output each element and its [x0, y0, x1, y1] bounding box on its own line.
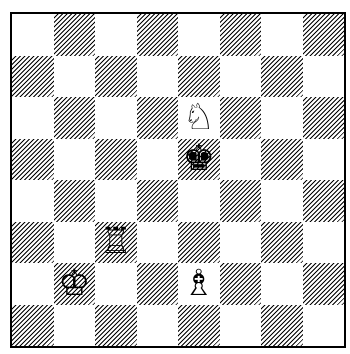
- square-e1[interactable]: [178, 305, 220, 347]
- square-e8[interactable]: [178, 14, 220, 56]
- square-f5[interactable]: [220, 139, 262, 181]
- square-g5[interactable]: [261, 139, 303, 181]
- square-h7[interactable]: [303, 56, 345, 98]
- square-g4[interactable]: [261, 180, 303, 222]
- square-b3[interactable]: [54, 222, 96, 264]
- square-a6[interactable]: [12, 97, 54, 139]
- square-e4[interactable]: [178, 180, 220, 222]
- square-d8[interactable]: [137, 14, 179, 56]
- square-a2[interactable]: [12, 263, 54, 305]
- square-e6[interactable]: ♘: [178, 97, 220, 139]
- square-d7[interactable]: [137, 56, 179, 98]
- square-h3[interactable]: [303, 222, 345, 264]
- square-f2[interactable]: [220, 263, 262, 305]
- square-d4[interactable]: [137, 180, 179, 222]
- square-c4[interactable]: [95, 180, 137, 222]
- square-d6[interactable]: [137, 97, 179, 139]
- square-d2[interactable]: [137, 263, 179, 305]
- square-e7[interactable]: [178, 56, 220, 98]
- square-d1[interactable]: [137, 305, 179, 347]
- square-b6[interactable]: [54, 97, 96, 139]
- square-h4[interactable]: [303, 180, 345, 222]
- square-a8[interactable]: [12, 14, 54, 56]
- square-a7[interactable]: [12, 56, 54, 98]
- square-h2[interactable]: [303, 263, 345, 305]
- white-king-icon: ♔: [54, 263, 96, 305]
- square-c7[interactable]: [95, 56, 137, 98]
- square-f8[interactable]: [220, 14, 262, 56]
- square-h5[interactable]: [303, 139, 345, 181]
- square-d3[interactable]: [137, 222, 179, 264]
- black-king-icon: ♚: [178, 139, 220, 181]
- square-b7[interactable]: [54, 56, 96, 98]
- board-grid: ♘♚ ♖♔ ♗: [12, 14, 344, 346]
- square-e3[interactable]: [178, 222, 220, 264]
- square-b2[interactable]: ♔: [54, 263, 96, 305]
- square-g7[interactable]: [261, 56, 303, 98]
- square-c3[interactable]: ♖: [95, 222, 137, 264]
- square-a1[interactable]: [12, 305, 54, 347]
- square-g3[interactable]: [261, 222, 303, 264]
- square-e5[interactable]: ♚: [178, 139, 220, 181]
- square-g1[interactable]: [261, 305, 303, 347]
- square-c2[interactable]: [95, 263, 137, 305]
- square-g8[interactable]: [261, 14, 303, 56]
- square-f1[interactable]: [220, 305, 262, 347]
- chess-board: ♘♚ ♖♔ ♗: [10, 12, 346, 348]
- square-h8[interactable]: [303, 14, 345, 56]
- square-f3[interactable]: [220, 222, 262, 264]
- square-c1[interactable]: [95, 305, 137, 347]
- square-f4[interactable]: [220, 180, 262, 222]
- square-a4[interactable]: [12, 180, 54, 222]
- square-f7[interactable]: [220, 56, 262, 98]
- square-g2[interactable]: [261, 263, 303, 305]
- square-g6[interactable]: [261, 97, 303, 139]
- square-c8[interactable]: [95, 14, 137, 56]
- square-h6[interactable]: [303, 97, 345, 139]
- square-c5[interactable]: [95, 139, 137, 181]
- square-b1[interactable]: [54, 305, 96, 347]
- square-h1[interactable]: [303, 305, 345, 347]
- square-b5[interactable]: [54, 139, 96, 181]
- white-rook-icon: ♖: [95, 222, 137, 264]
- square-a5[interactable]: [12, 139, 54, 181]
- square-e2[interactable]: ♗: [178, 263, 220, 305]
- square-d5[interactable]: [137, 139, 179, 181]
- white-knight-icon: ♘: [178, 97, 220, 139]
- square-b4[interactable]: [54, 180, 96, 222]
- square-a3[interactable]: [12, 222, 54, 264]
- square-b8[interactable]: [54, 14, 96, 56]
- white-bishop-icon: ♗: [178, 263, 220, 305]
- square-f6[interactable]: [220, 97, 262, 139]
- square-c6[interactable]: [95, 97, 137, 139]
